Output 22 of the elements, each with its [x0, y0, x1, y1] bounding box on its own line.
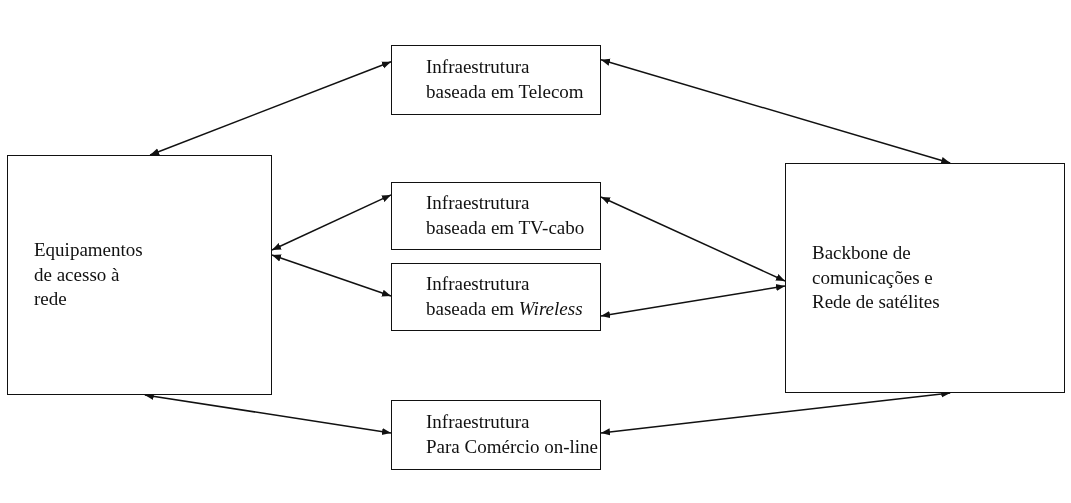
process-box	[391, 45, 601, 115]
process-box	[785, 163, 1065, 393]
process-box	[391, 182, 601, 250]
arrow	[600, 283, 786, 319]
arrow	[600, 58, 951, 164]
box-heading: Infraestrutura	[426, 191, 531, 216]
box-text: Equipamentos de acesso à rede	[34, 237, 144, 312]
box-text: baseada em TV-cabo	[426, 216, 586, 240]
process-box	[391, 263, 601, 331]
arrow	[271, 254, 392, 297]
process-box	[7, 155, 272, 395]
box-text: baseada em Telecom	[426, 80, 585, 104]
box-heading: Infraestrutura	[426, 272, 531, 297]
box-text: Backbone de comunicações e Rede de satélites	[812, 240, 941, 315]
box-heading: Infraestrutura	[426, 410, 531, 435]
arrow	[271, 194, 392, 251]
arrow	[149, 61, 392, 156]
process-box	[391, 400, 601, 470]
arrow	[600, 196, 786, 282]
box-text: baseada em Wireless	[426, 297, 584, 321]
box-text: Para Comércio on-line	[426, 435, 599, 459]
box-heading: Infraestrutura	[426, 55, 531, 80]
